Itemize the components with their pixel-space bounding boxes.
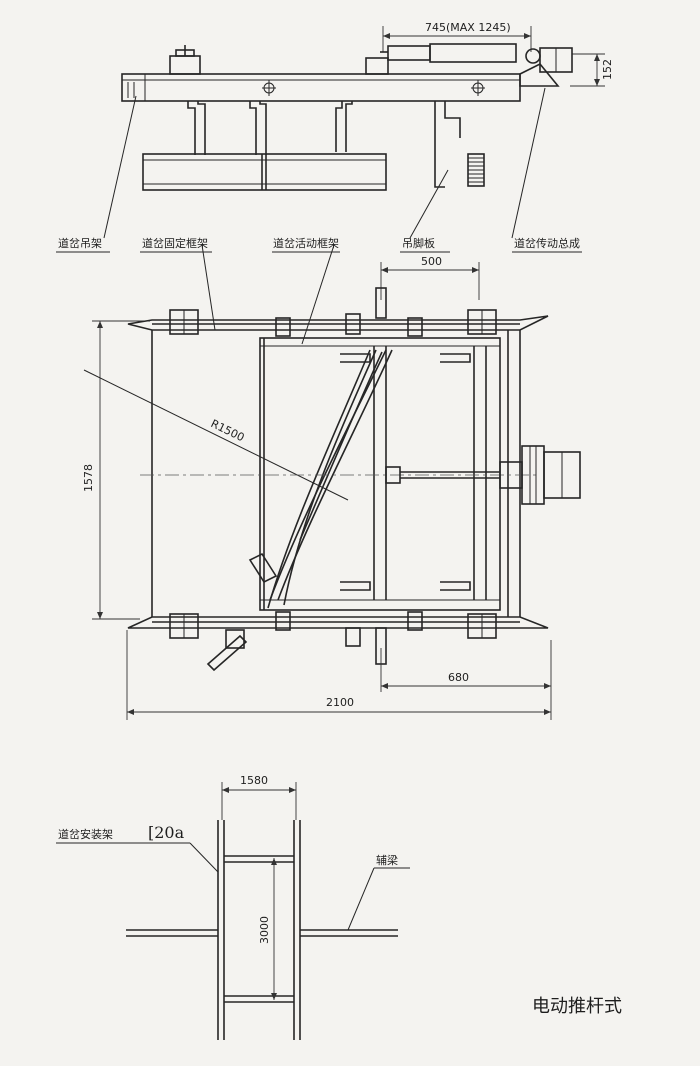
label-mount-frame: 道岔安装架 bbox=[58, 827, 113, 841]
bottom-hanger-blocks bbox=[169, 611, 497, 665]
offset-680-dimension: 680 bbox=[448, 671, 469, 684]
plan-view: 500 1578 bbox=[82, 255, 581, 720]
height-dimension: 152 bbox=[601, 59, 614, 80]
label-drive-assembly: 道岔传动总成 bbox=[514, 236, 580, 250]
height-1578-dimension: 1578 bbox=[82, 464, 95, 492]
width-1580-dimension: 1580 bbox=[240, 774, 268, 787]
stroke-dimension: 745(MAX 1245) bbox=[425, 21, 511, 34]
label-movable-frame: 道岔活动框架 bbox=[273, 236, 339, 250]
install-view: 1580 3000 道岔安装架 [20a 辅梁 bbox=[56, 774, 410, 1040]
elevation-view: 745(MAX 1245) 152 bbox=[56, 21, 614, 345]
label-hanger-frame: 道岔吊架 bbox=[58, 236, 102, 250]
label-aux-beam: 辅梁 bbox=[376, 853, 398, 867]
section-label: [20a bbox=[148, 823, 185, 842]
label-hanging-plate: 吊脚板 bbox=[402, 236, 435, 250]
drawing-caption: 电动推杆式 bbox=[532, 996, 622, 1017]
top-width-dimension: 500 bbox=[421, 255, 442, 268]
overall-width-dimension: 2100 bbox=[326, 696, 354, 709]
label-fixed-frame: 道岔固定框架 bbox=[142, 236, 208, 250]
top-hanger-blocks bbox=[169, 287, 497, 337]
length-3000-dimension: 3000 bbox=[258, 916, 271, 944]
